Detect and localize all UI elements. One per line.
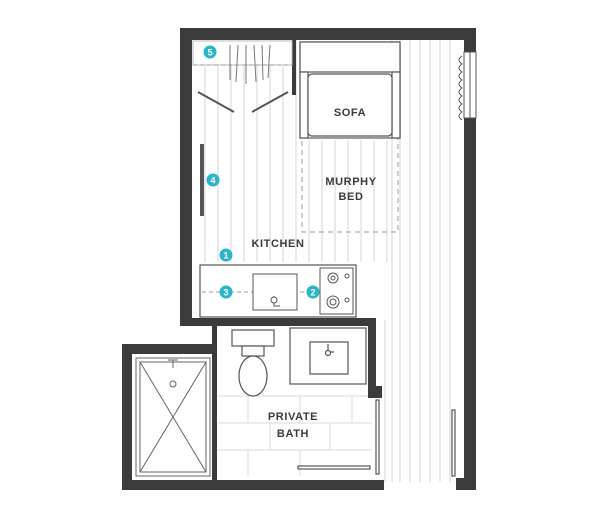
marker-2-number: 2: [310, 288, 315, 298]
marker-5-number: 5: [207, 48, 212, 58]
marker-1: 1: [219, 248, 233, 262]
marker-4: 4: [206, 173, 220, 187]
room-label-kitchen: KITCHEN: [251, 238, 304, 250]
window: [458, 51, 477, 121]
room-label-murphy-bed-1: MURPHY: [325, 176, 376, 188]
bath-tiles: [216, 395, 372, 476]
room-label-bath-2: BATH: [277, 428, 309, 440]
marker-3: 3: [219, 285, 233, 299]
marker-3-number: 3: [223, 288, 228, 298]
toilet: [231, 329, 275, 397]
bath-vanity: [289, 327, 367, 385]
marker-1-number: 1: [223, 251, 228, 261]
room-label-bath-1: PRIVATE: [268, 411, 318, 423]
sofa: [299, 41, 401, 139]
marker-2: 2: [306, 285, 320, 299]
floor-planks: [204, 40, 451, 482]
marker-5: 5: [203, 45, 217, 59]
wall-bar: [200, 144, 204, 216]
room-label-sofa: SOFA: [334, 107, 366, 119]
shower: [135, 357, 211, 477]
room-label-murphy-bed-2: BED: [338, 191, 363, 203]
marker-4-number: 4: [210, 176, 215, 186]
walls: [122, 28, 476, 490]
bath-doors: [297, 399, 456, 477]
